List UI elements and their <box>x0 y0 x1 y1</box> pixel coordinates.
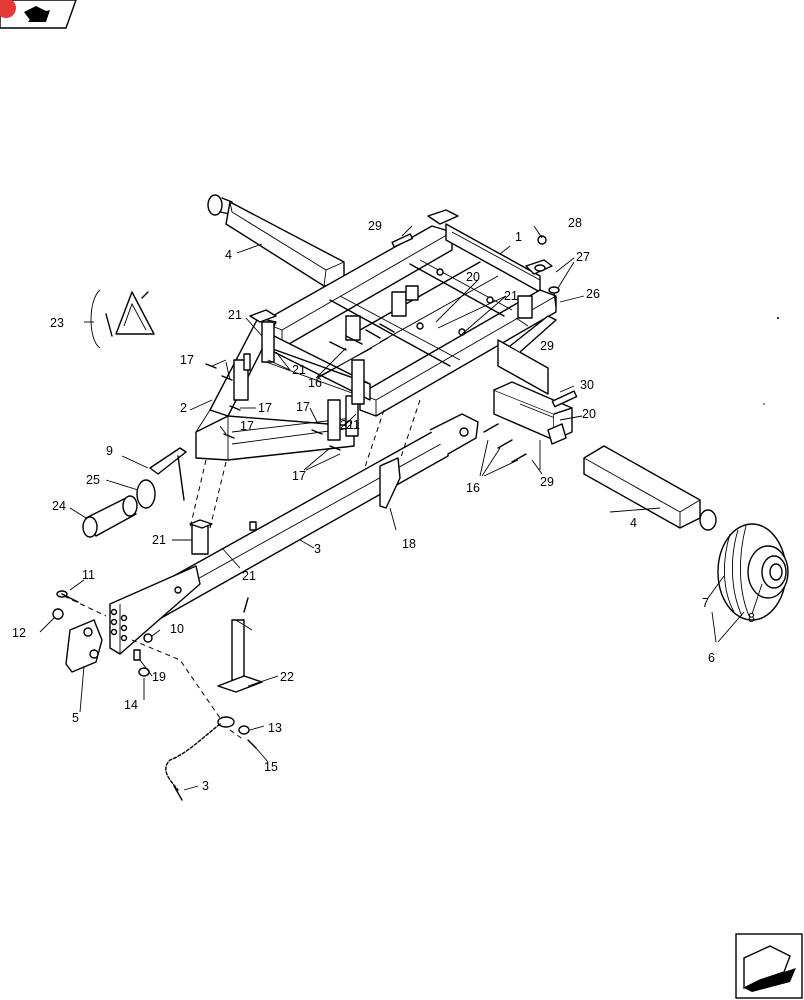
callout-29-mid: 29 <box>540 339 554 353</box>
callout-4-left: 4 <box>225 248 232 262</box>
part-29-decal <box>391 233 414 248</box>
callout-26: 26 <box>586 287 600 301</box>
callout-30: 30 <box>580 378 594 392</box>
fasteners <box>205 323 527 463</box>
callout-27: 27 <box>576 250 590 264</box>
callout-6: 6 <box>708 651 715 665</box>
callout-5: 5 <box>72 711 79 725</box>
callout-1: 1 <box>515 230 522 244</box>
callout-16-left: 16 <box>308 376 322 390</box>
callout-16-right: 16 <box>466 481 480 495</box>
part-25 <box>136 479 156 509</box>
callout-17-a: 17 <box>180 353 194 367</box>
callout-20-right: 20 <box>582 407 596 421</box>
callout-10: 10 <box>170 622 184 636</box>
part-23 <box>90 289 155 349</box>
callout-25: 25 <box>86 473 100 487</box>
back-nav-button[interactable] <box>0 0 77 29</box>
callout-21-c: 21 <box>504 289 518 303</box>
callout-13: 13 <box>268 721 282 735</box>
callout-4-right: 4 <box>630 516 637 530</box>
callout-11: 11 <box>82 568 95 582</box>
speck <box>777 317 779 319</box>
part-27b <box>548 286 560 294</box>
part-14 <box>138 667 150 677</box>
part-12 <box>52 608 64 620</box>
callout-29-top: 29 <box>368 219 382 233</box>
part-30-decal <box>551 390 578 408</box>
left-wing-frame <box>195 309 371 461</box>
callout-12: 12 <box>12 626 26 640</box>
back-arrow-icon <box>24 6 50 22</box>
callout-3: 3 <box>314 542 321 556</box>
callout-29-low: 29 <box>540 475 554 489</box>
callout-17-b: 17 <box>258 401 272 415</box>
safety-chain <box>165 716 235 801</box>
speck <box>763 403 765 405</box>
callout-2: 2 <box>180 401 187 415</box>
main-frame <box>261 209 557 417</box>
next-arrow-icon <box>743 945 796 992</box>
axle-arm-left <box>207 194 345 287</box>
part-26 <box>553 291 557 307</box>
callout-3-chain: 3 <box>202 779 209 793</box>
hitch-tongue <box>109 413 479 655</box>
part-22 <box>217 597 263 693</box>
callout-22: 22 <box>280 670 294 684</box>
red-badge-icon <box>0 0 16 18</box>
leader-lines <box>39 225 763 791</box>
callout-21-f: 21 <box>242 569 256 583</box>
callout-19: 19 <box>152 670 166 684</box>
callout-18: 18 <box>402 537 416 551</box>
axle-arm-right <box>583 445 717 531</box>
part-15 <box>247 739 257 749</box>
part-11 <box>56 590 79 603</box>
part-13 <box>238 725 250 735</box>
wheel-assembly <box>717 523 789 621</box>
assembly-lines <box>63 399 421 741</box>
right-axle-mount <box>493 315 573 470</box>
callout-21-e: 21 <box>152 533 166 547</box>
callout-23: 23 <box>50 316 64 330</box>
callout-17-c: 17 <box>240 419 254 433</box>
callout-17-d: 17 <box>296 400 310 414</box>
part-19 <box>133 649 141 661</box>
next-nav-button[interactable] <box>735 933 803 999</box>
part-24 <box>82 495 138 538</box>
callout-8: 8 <box>748 611 755 625</box>
callout-7: 7 <box>702 596 709 610</box>
callout-15: 15 <box>264 760 278 774</box>
callout-21-a: 21 <box>228 308 242 322</box>
callout-21-d: 21 <box>346 418 360 432</box>
callout-24: 24 <box>52 499 66 513</box>
callout-9: 9 <box>106 444 113 458</box>
callout-17-e: 17 <box>292 469 306 483</box>
callout-21-g: 21 <box>340 418 354 432</box>
part-5 <box>65 619 103 673</box>
part-9 <box>149 447 187 501</box>
callout-20-top: 20 <box>466 270 480 284</box>
bracket-18 <box>379 457 401 509</box>
part-28 <box>537 235 547 245</box>
callout-21-b: 21 <box>292 363 306 377</box>
part-10 <box>143 633 153 643</box>
callout-28: 28 <box>568 216 582 230</box>
callout-14: 14 <box>124 698 138 712</box>
callout-labels: 1 2 3 3 4 4 5 6 7 8 9 10 11 12 13 14 15 … <box>12 216 755 793</box>
part-27a <box>534 264 546 272</box>
